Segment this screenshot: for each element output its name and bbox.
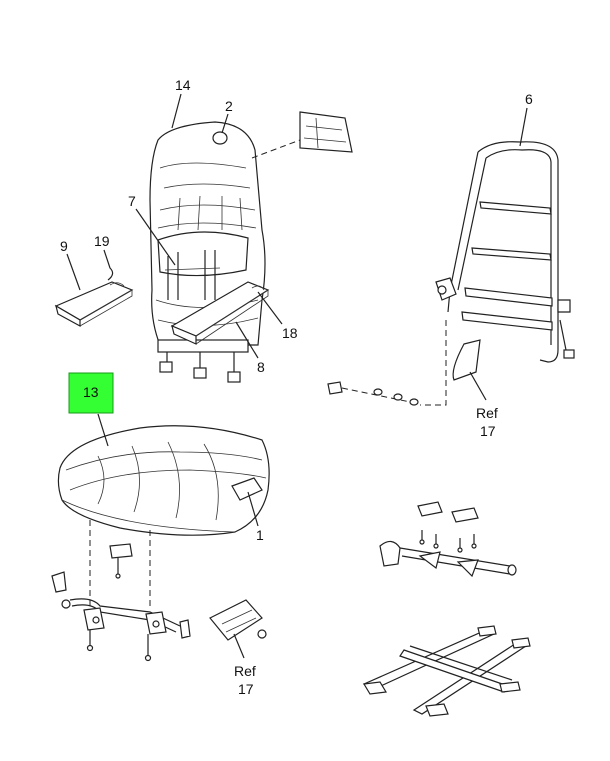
cushion-mount-hardware [51,543,267,662]
right-armrest [170,281,270,345]
seat-base-rails [362,625,531,717]
headrest-panel [299,111,353,153]
callout-7: 7 [128,193,136,209]
callout-19: 19 [94,233,110,249]
callout-2: 2 [225,98,233,114]
seat-cushion [57,425,270,610]
left-armrest [54,281,134,328]
leader-lines [66,93,528,659]
ref-number-left: 17 [238,681,254,697]
ref-number-right: 17 [480,423,496,439]
callout-8: 8 [257,359,265,375]
callout-1: 1 [256,527,264,543]
fastener-row [327,381,421,406]
ref-label-right: Ref [476,405,498,421]
callout-13-highlight [68,372,114,414]
callout-13: 13 [83,384,99,400]
seat-slider-assembly [379,501,517,578]
callout-18: 18 [282,325,298,341]
callout-labels: 14 2 6 7 9 19 18 8 13 1 Ref 17 Ref 17 [60,77,533,697]
ref-label-left: Ref [234,663,256,679]
seat-back-assembly [149,121,301,383]
callout-6: 6 [525,91,533,107]
seat-back-frame [420,141,575,406]
callout-14: 14 [175,77,191,93]
callout-9: 9 [60,238,68,254]
